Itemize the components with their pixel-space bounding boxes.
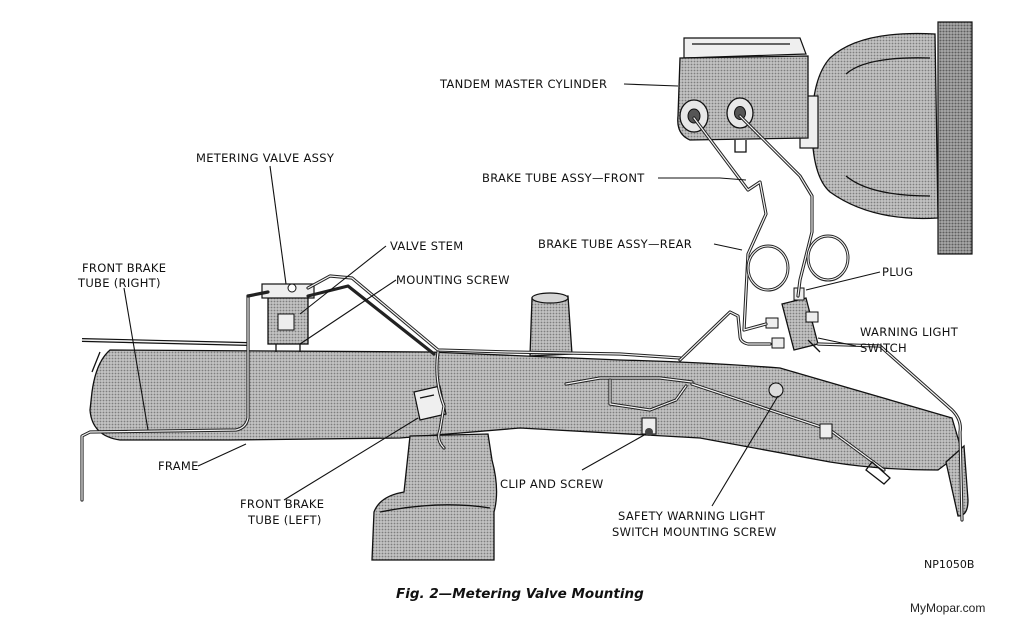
label-warning-light-switch-2: SWITCH	[860, 341, 907, 355]
label-warning-light-switch-1: WARNING LIGHT	[860, 325, 959, 339]
label-metering-valve-assy: METERING VALVE ASSY	[196, 151, 335, 165]
figure-code: NP1050B	[924, 558, 974, 571]
brake-tubes	[80, 114, 964, 522]
labels: TANDEM MASTER CYLINDER METERING VALVE AS…	[77, 77, 959, 539]
warning-light-switch-block	[765, 287, 821, 353]
metering-valve-assembly	[261, 283, 315, 352]
label-front-brake-tube-left-1: FRONT BRAKE	[240, 497, 324, 511]
label-clip-and-screw: CLIP AND SCREW	[500, 477, 604, 491]
frame-rail-upper-pipe	[81, 338, 249, 346]
label-tandem-master-cylinder: TANDEM MASTER CYLINDER	[439, 77, 607, 91]
label-frame: FRAME	[158, 459, 199, 473]
watermark: MyMopar.com	[910, 601, 985, 615]
label-brake-tube-assy-rear: BRAKE TUBE ASSY—REAR	[538, 237, 692, 251]
label-front-brake-tube-left-2: TUBE (LEFT)	[247, 513, 322, 527]
label-valve-stem: VALVE STEM	[390, 239, 463, 253]
tandem-master-cylinder	[677, 37, 809, 153]
label-plug: PLUG	[882, 265, 913, 279]
label-safety-switch-1: SAFETY WARNING LIGHT	[618, 509, 766, 523]
label-front-brake-tube-right-2: TUBE (RIGHT)	[77, 276, 161, 290]
frame	[89, 292, 969, 561]
clip-and-screw-hardware	[641, 382, 891, 485]
leader-lines	[123, 83, 881, 507]
label-safety-switch-2: SWITCH MOUNTING SCREW	[612, 525, 777, 539]
brake-booster	[799, 21, 973, 255]
frame-bracket	[413, 385, 447, 421]
label-brake-tube-assy-front: BRAKE TUBE ASSY—FRONT	[482, 171, 645, 185]
label-mounting-screw: MOUNTING SCREW	[396, 273, 510, 287]
label-front-brake-tube-right-1: FRONT BRAKE	[82, 261, 166, 275]
figure-caption: Fig. 2—Metering Valve Mounting	[396, 586, 644, 602]
